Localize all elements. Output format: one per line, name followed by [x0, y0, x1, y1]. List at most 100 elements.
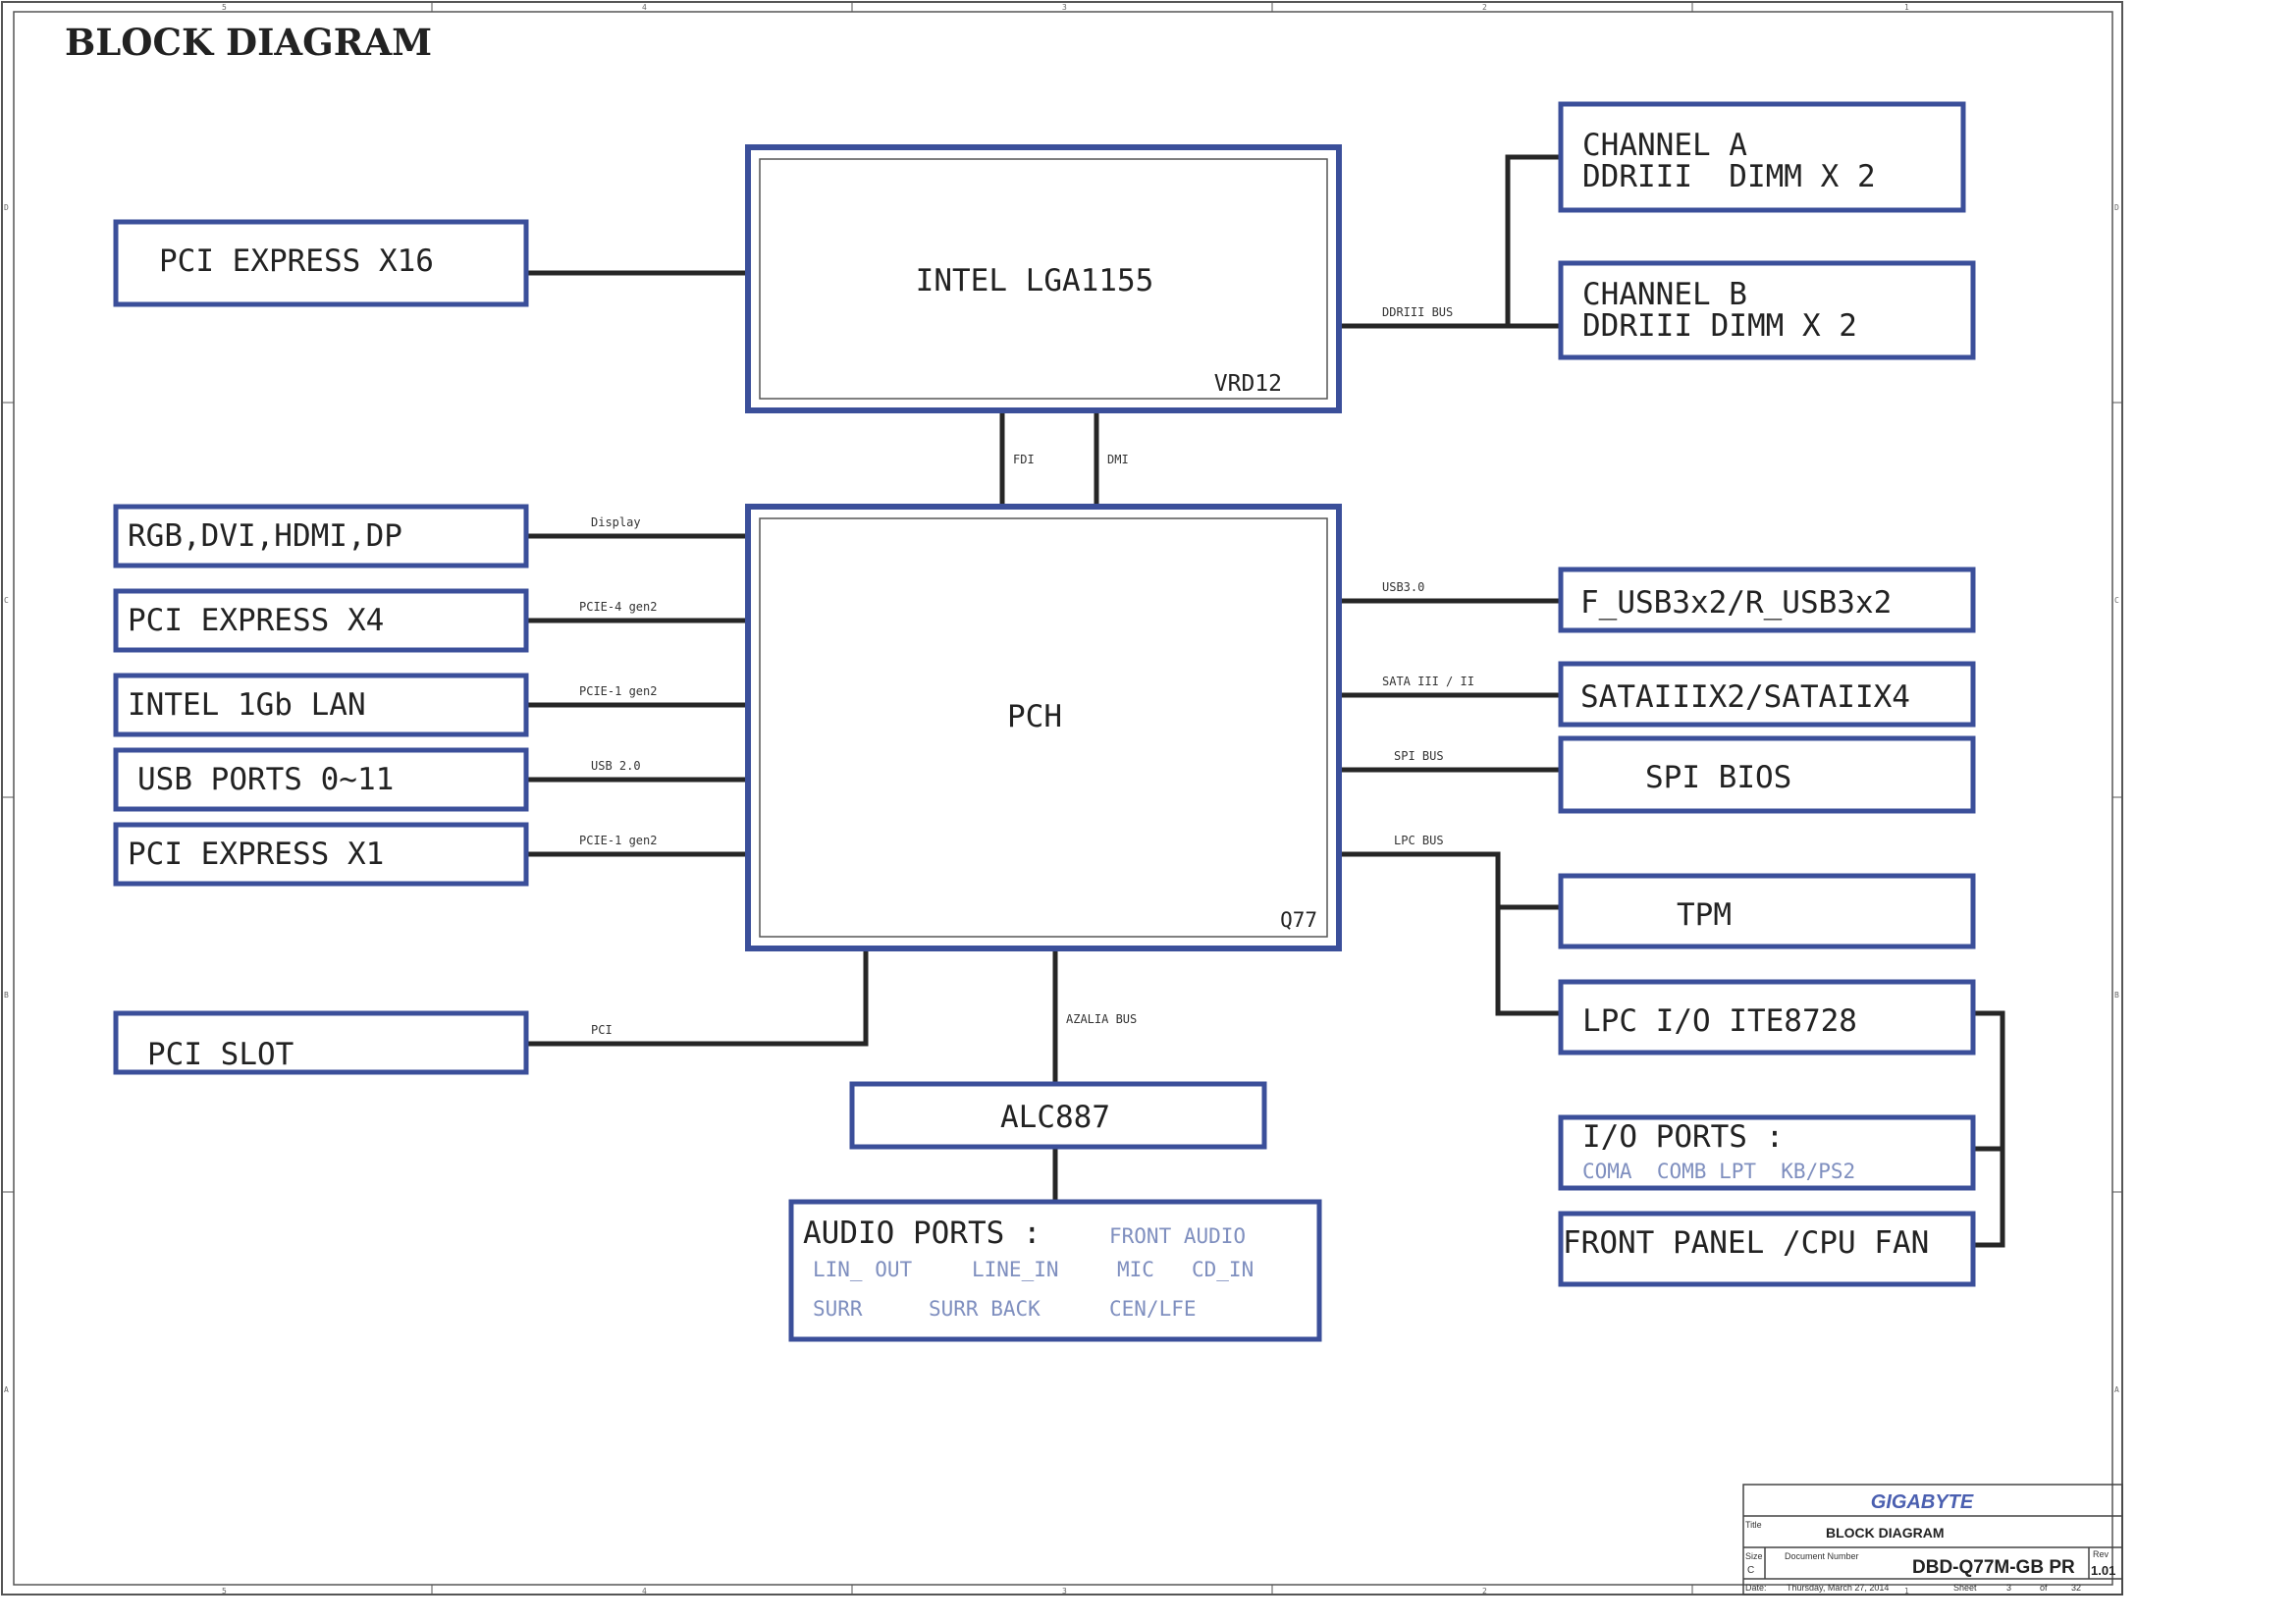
line-pci	[526, 950, 869, 1047]
channel-a-box	[1558, 101, 1966, 213]
tpm-label: TPM	[1677, 897, 1732, 933]
audio-surr-back: SURR BACK	[929, 1297, 1041, 1321]
pcie-x1-box	[113, 822, 529, 887]
codec-box	[849, 1081, 1267, 1150]
lpc-io-box	[1558, 979, 1976, 1055]
audio-mic: MIC	[1117, 1258, 1154, 1281]
channel-b-line1: CHANNEL B	[1582, 277, 1747, 312]
bus-label-pcie1-slot: PCIE-1 gen2	[579, 834, 657, 847]
zone-top-2: 2	[1482, 3, 1487, 12]
bus-label-display: Display	[591, 515, 641, 529]
zone-left-d: D	[4, 203, 9, 212]
zone-top-3: 3	[1062, 3, 1067, 12]
title-block-rev: 1.01	[2091, 1563, 2115, 1578]
zone-bottom-2: 2	[1482, 1587, 1487, 1596]
bus-label-azalia: AZALIA BUS	[1066, 1012, 1137, 1026]
usb-ports-box	[113, 747, 529, 812]
zone-top-5: 5	[222, 3, 227, 12]
pci-slot-box	[113, 1010, 529, 1075]
io-ports-label: I/O PORTS :	[1582, 1119, 1784, 1155]
pcie-x16-box	[113, 219, 529, 307]
cpu-corner-label: VRD12	[1214, 371, 1282, 397]
bus-label-spi: SPI BUS	[1394, 749, 1444, 763]
front-panel-label: FRONT PANEL /CPU FAN	[1563, 1225, 1929, 1261]
title-block-date-label: Date:	[1745, 1583, 1767, 1593]
zone-left-a: A	[4, 1385, 9, 1394]
zone-right-b: B	[2114, 991, 2119, 1000]
title-block-of-label: of	[2040, 1583, 2048, 1593]
zone-top-4: 4	[642, 3, 647, 12]
zone-left-b: B	[4, 991, 9, 1000]
codec-label: ALC887	[1000, 1100, 1110, 1135]
audio-ports-label: AUDIO PORTS :	[803, 1216, 1041, 1251]
audio-line-out: LIN_ OUT	[813, 1258, 913, 1281]
audio-cen-lfe: CEN/LFE	[1109, 1297, 1197, 1321]
zone-right-a: A	[2114, 1385, 2119, 1394]
pch-corner-label: Q77	[1280, 908, 1317, 932]
drawing-frame	[1, 1, 2123, 1596]
zone-top-1: 1	[1904, 3, 1909, 12]
title-block-size: C	[1747, 1565, 1754, 1576]
bus-label-usb2: USB 2.0	[591, 759, 641, 773]
bus-label-fdi: FDI	[1013, 453, 1035, 466]
audio-front: FRONT AUDIO	[1109, 1224, 1246, 1248]
channel-b-box	[1558, 260, 1976, 360]
title-block-docnum: DBD-Q77M-GB PR	[1912, 1557, 2075, 1578]
channel-a-line1: CHANNEL A	[1582, 128, 1747, 163]
display-out-label: RGB,DVI,HDMI,DP	[128, 518, 402, 554]
bus-label-dmi: DMI	[1107, 453, 1129, 466]
bus-label-sata: SATA III / II	[1382, 675, 1474, 688]
channel-a-line2: DDRIII DIMM X 2	[1582, 159, 1876, 194]
sata-label: SATAIIIX2/SATAIIX4	[1580, 679, 1910, 715]
bus-label-lpc: LPC BUS	[1394, 834, 1444, 847]
pch-label: PCH	[1007, 699, 1062, 734]
title-block: GIGABYTE Title BLOCK DIAGRAM Size C Docu…	[1742, 1484, 2123, 1596]
cpu-block: INTEL LGA1155 VRD12	[745, 144, 1342, 413]
zone-bottom-5: 5	[222, 1587, 227, 1596]
lan-box	[113, 673, 529, 737]
title-block-total: 32	[2071, 1583, 2081, 1593]
title-block-date: Thursday, March 27, 2014	[1787, 1583, 1889, 1593]
title-block-company: GIGABYTE	[1871, 1491, 1974, 1513]
bus-label-ddr: DDRIII BUS	[1382, 305, 1453, 319]
pcie-x4-box	[113, 588, 529, 653]
line-lpc	[1339, 851, 1561, 1016]
audio-line-in: LINE_IN	[972, 1258, 1059, 1281]
lpc-io-label: LPC I/O ITE8728	[1582, 1003, 1857, 1039]
title-block-size-label: Size	[1745, 1551, 1763, 1561]
spi-bios-box	[1558, 735, 1976, 814]
audio-cd-in: CD_IN	[1192, 1258, 1254, 1281]
title-block-sheet: 3	[2006, 1583, 2011, 1593]
title-block-title-label: Title	[1745, 1520, 1762, 1530]
bus-label-usb3: USB3.0	[1382, 580, 1424, 594]
usb3-label: F_USB3x2/R_USB3x2	[1580, 585, 1892, 621]
bus-lines	[526, 154, 2005, 1248]
zone-right-c: C	[2114, 596, 2119, 605]
pcie-x1-label: PCI EXPRESS X1	[128, 837, 384, 872]
channel-b-line2: DDRIII DIMM X 2	[1582, 308, 1857, 344]
page-title: BLOCK DIAGRAM	[65, 21, 432, 64]
tpm-box	[1558, 873, 1976, 949]
front-panel-box	[1558, 1211, 1976, 1287]
zone-bottom-4: 4	[642, 1587, 647, 1596]
line-ddr-bus	[1339, 154, 1561, 329]
zone-bottom-1: 1	[1904, 1587, 1909, 1596]
title-block-title: BLOCK DIAGRAM	[1826, 1525, 1945, 1541]
pcie-x16-label: PCI EXPRESS X16	[159, 243, 434, 279]
pch-block: PCH Q77	[745, 504, 1342, 951]
bus-label-pcie1-lan: PCIE-1 gen2	[579, 684, 657, 698]
pci-slot-label: PCI SLOT	[147, 1037, 294, 1072]
lan-label: INTEL 1Gb LAN	[128, 687, 366, 723]
cpu-label: INTEL LGA1155	[916, 263, 1154, 298]
pcie-x4-label: PCI EXPRESS X4	[128, 603, 384, 638]
bus-label-pci: PCI	[591, 1023, 613, 1037]
zone-left-c: C	[4, 596, 9, 605]
audio-ports-box	[788, 1199, 1322, 1342]
usb3-box	[1558, 567, 1976, 633]
title-block-sheet-label: Sheet	[1953, 1583, 1977, 1593]
bus-label-pcie4: PCIE-4 gen2	[579, 600, 657, 614]
io-ports-sublabel: COMA COMB LPT KB/PS2	[1582, 1160, 1855, 1183]
spi-bios-label: SPI BIOS	[1645, 760, 1791, 795]
zone-bottom-3: 3	[1062, 1587, 1067, 1596]
